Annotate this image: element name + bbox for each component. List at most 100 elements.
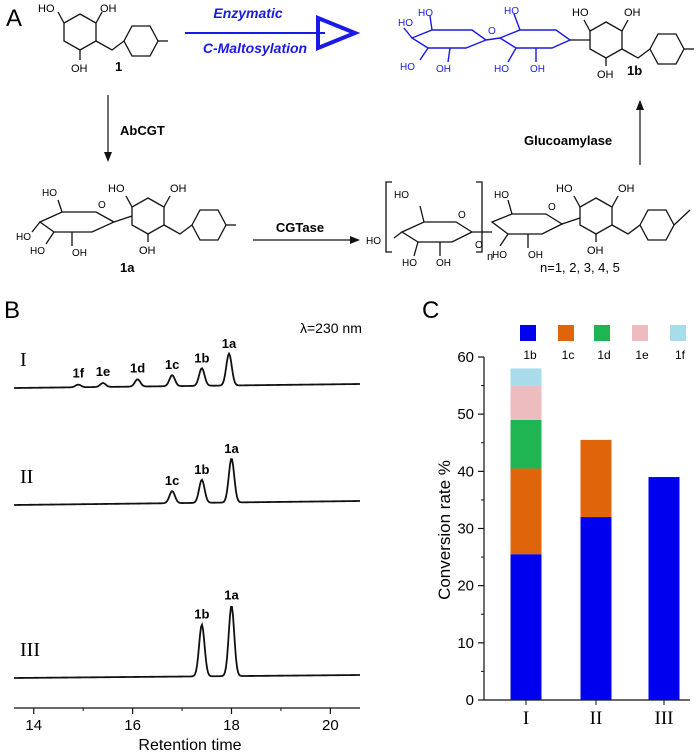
enzymatic-arrow	[185, 15, 361, 51]
legend-swatch-1c	[558, 325, 574, 341]
hplc-x-tick-label: 18	[223, 717, 240, 734]
glucoamylase-arrow	[636, 100, 644, 165]
bar-x-tick-label: I	[523, 708, 529, 729]
bar-y-tick-label: 40	[457, 463, 474, 480]
chromatogram-label: III	[20, 639, 40, 661]
peak-label: 1a	[224, 588, 239, 603]
legend-swatch-1d	[594, 325, 610, 341]
hplc-x-axis-label: Retention time	[138, 737, 241, 752]
oligomer-structure	[385, 181, 691, 257]
cmpd1a-oh-bottom: OH	[139, 245, 156, 257]
compound-1b-maltose	[403, 13, 572, 63]
olig-oh-1: OH	[436, 258, 451, 269]
cmpd1a-ho-1: HO	[42, 188, 57, 199]
peak-label: 1a	[224, 441, 239, 456]
hplc-x-tick-label: 14	[25, 717, 42, 734]
cmpd-1b-label: 1b	[627, 63, 642, 78]
cmpd1-oh-bottom: OH	[71, 63, 88, 75]
peak-label: 1c	[165, 357, 179, 372]
legend-swatch-1e	[632, 325, 648, 341]
cmpd1b-oh-2: OH	[530, 64, 545, 75]
cmpd1a-ho-2: HO	[16, 232, 31, 243]
bar-segment-I-1e	[510, 385, 542, 420]
olig-oh-ar: OH	[618, 183, 635, 195]
olig-ho-3: HO	[402, 258, 417, 269]
bar-y-tick-label: 20	[457, 578, 474, 595]
cmpd1a-oh-s: OH	[72, 248, 87, 259]
olig-n: n	[487, 251, 493, 263]
cmpd1b-ho-4: HO	[504, 6, 519, 17]
peak-label: 1d	[130, 361, 145, 376]
chromatogram-trace-III	[13, 605, 361, 679]
bar-y-tick-label: 50	[457, 406, 474, 423]
olig-oh-ar-bottom: OH	[587, 245, 604, 257]
peak-label: 1a	[222, 336, 237, 351]
panel-label-a: A	[6, 5, 22, 32]
cgtase-label: CGTase	[276, 220, 324, 235]
bar-segment-II-1b	[580, 517, 612, 700]
olig-ho-1: HO	[394, 190, 409, 201]
glucoamylase-label: Glucoamylase	[524, 133, 612, 148]
bar-y-tick-label: 10	[457, 635, 474, 652]
bar-y-tick-label: 30	[457, 521, 474, 538]
compound-1b-aglycone	[570, 19, 694, 66]
cmpd-1-label: 1	[115, 59, 122, 74]
abcgt-arrow	[104, 95, 112, 162]
legend-swatch-1f	[670, 325, 686, 341]
cmpd1b-ho-1: HO	[398, 18, 413, 29]
hplc-x-tick-label: 20	[322, 717, 339, 734]
olig-ho-5: HO	[492, 250, 507, 261]
cmpd1-oh-right: OH	[100, 3, 117, 15]
cmpd1a-o: O	[98, 200, 106, 211]
legend-label-1c: 1c	[562, 348, 575, 362]
olig-ho-2: HO	[366, 236, 381, 247]
cmpd1b-o-link: O	[488, 26, 496, 37]
cmpd-1a-label: 1a	[120, 260, 135, 275]
legend-label-1f: 1f	[675, 348, 686, 362]
bar-segment-I-1d	[510, 419, 542, 469]
bar-segment-I-1b	[510, 554, 542, 700]
olig-o-link: O	[475, 240, 483, 251]
bar-y-tick-label: 60	[457, 349, 474, 366]
bar-segment-I-1c	[510, 468, 542, 555]
legend-label-1b: 1b	[523, 348, 537, 362]
legend-swatch-1b	[520, 325, 536, 341]
cmpd1b-ho-ar: HO	[572, 7, 589, 19]
peak-label: 1b	[194, 606, 209, 621]
bar-x-tick-label: III	[655, 708, 674, 729]
n-range-label: n=1, 2, 3, 4, 5	[540, 260, 620, 275]
peak-label: 1e	[96, 364, 110, 379]
olig-o-2: O	[548, 202, 556, 213]
wavelength-label: λ=230 nm	[300, 320, 362, 336]
olig-oh-2: OH	[528, 250, 543, 261]
cmpd1b-oh-ar-bottom: OH	[597, 69, 614, 81]
cmpd1b-ho-5: HO	[494, 64, 509, 75]
bar-x-tick-label: II	[590, 708, 603, 729]
abcgt-label: AbCGT	[120, 123, 165, 138]
bar-chart-y-axis-label: Conversion rate %	[435, 460, 454, 600]
cmpd1b-oh-ar: OH	[624, 7, 641, 19]
cmpd1b-oh-1: OH	[436, 64, 451, 75]
cgtase-arrow	[253, 236, 360, 244]
cmpd1a-oh: OH	[170, 183, 187, 195]
bar-y-tick-label: 0	[466, 692, 474, 709]
maltosylation-label: C-Maltosylation	[203, 40, 307, 56]
cmpd1b-ho-3: HO	[400, 62, 415, 73]
cmpd1a-ho: HO	[108, 183, 125, 195]
peak-label: 1f	[72, 365, 84, 380]
compound-1-structure	[57, 11, 168, 60]
olig-o-1: O	[458, 210, 466, 221]
peak-label: 1b	[194, 462, 209, 477]
compound-1a-structure	[31, 195, 236, 246]
hplc-x-tick-label: 16	[124, 717, 141, 734]
peak-label: 1c	[165, 473, 179, 488]
legend-label-1e: 1e	[635, 348, 649, 362]
bar-segment-I-1f	[510, 368, 542, 386]
cmpd1-ho: HO	[38, 3, 55, 15]
olig-ho-ar: HO	[556, 183, 573, 195]
olig-ho-4: HO	[494, 190, 509, 201]
cmpd1b-ho-2: HO	[418, 8, 433, 19]
